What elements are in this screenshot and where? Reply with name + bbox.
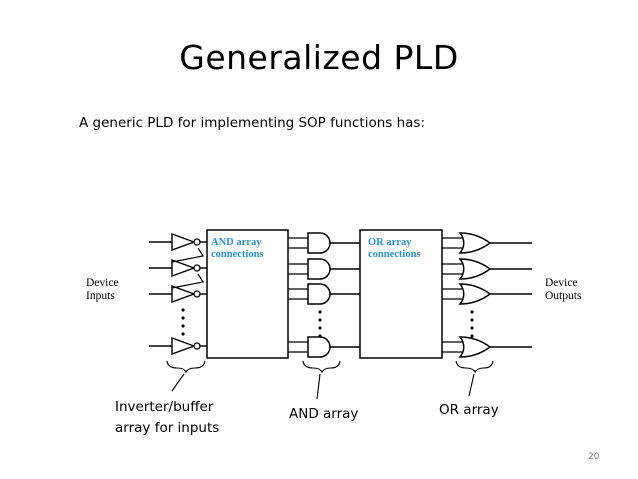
pointer-and-array <box>316 373 321 400</box>
inverter-buffer-array <box>171 233 201 355</box>
caption-inverter-buffer: Inverter/buffer array for inputs <box>115 399 220 436</box>
and-gate <box>307 283 331 305</box>
inverter-buffer-gate <box>171 233 201 251</box>
slide-title: Generalized PLD <box>179 38 459 77</box>
slide-intro-text: A generic PLD for implementing SOP funct… <box>79 115 425 131</box>
svg-text:Inputs: Inputs <box>86 290 115 302</box>
buffer-ellipsis-dots <box>181 308 185 336</box>
and-array-connections-label: AND array <box>211 237 262 248</box>
output-wires <box>490 242 532 348</box>
and-gate <box>307 232 331 254</box>
svg-text:connections: connections <box>368 249 421 260</box>
or-array-connections-label: OR array <box>368 237 412 248</box>
bracket-or-array <box>455 360 494 374</box>
or-gate-array <box>459 232 491 358</box>
svg-text:connections: connections <box>211 249 264 260</box>
input-wires <box>149 241 172 347</box>
caption-and-array: AND array <box>289 406 359 422</box>
device-outputs-label: Device <box>545 277 578 289</box>
or-gate <box>459 283 491 305</box>
inverter-buffer-gate <box>171 285 201 303</box>
caption-brackets <box>166 360 494 400</box>
and-gate <box>307 336 331 358</box>
svg-text:Outputs: Outputs <box>545 290 582 302</box>
and-gate <box>307 258 331 280</box>
inverter-buffer-gate <box>171 259 201 277</box>
pointer-inverter-buffer <box>171 373 185 392</box>
or-array-connections-box <box>359 229 443 359</box>
or-gate <box>459 258 491 280</box>
or-gate <box>459 336 491 358</box>
device-inputs-label: Device <box>86 277 119 289</box>
page-number: 20 <box>588 452 600 462</box>
inverter-buffer-gate <box>171 337 201 355</box>
and-gate-array <box>307 232 331 358</box>
and-array-connections-box <box>206 229 289 359</box>
bracket-and-array <box>302 360 341 374</box>
pointer-or-array <box>468 373 475 397</box>
bracket-inverter-buffer <box>166 360 206 374</box>
or-gate <box>459 232 491 254</box>
caption-or-array: OR array <box>439 402 499 418</box>
